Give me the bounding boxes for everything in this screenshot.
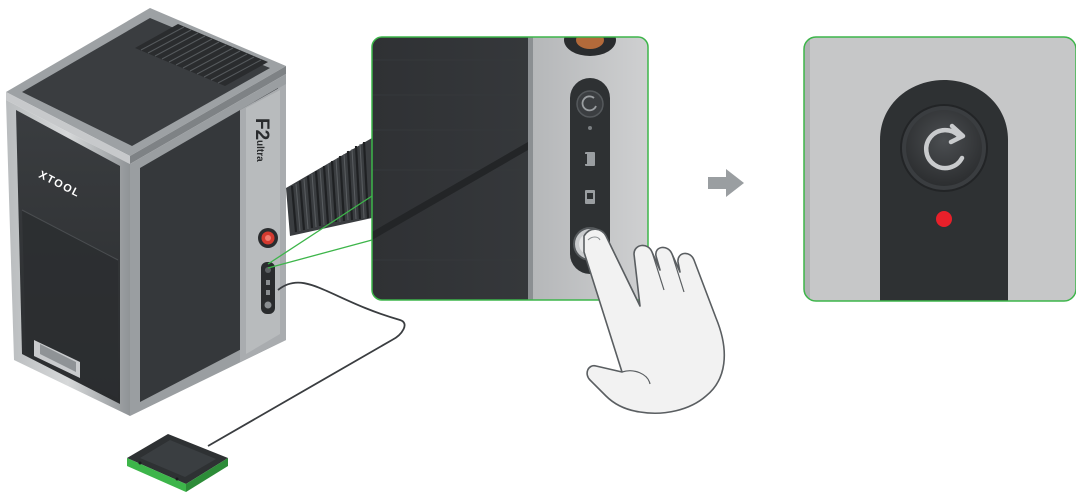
- model-name: F2: [251, 118, 272, 140]
- detail-panel: [804, 37, 1076, 301]
- pressing-hand-icon: [584, 229, 724, 413]
- exhaust-duct: [286, 138, 372, 236]
- right-arrow-icon: [708, 169, 744, 197]
- red-indicator-light: [936, 211, 952, 227]
- side-control-strip: [261, 262, 275, 314]
- model-suffix: ultra: [254, 140, 265, 162]
- laser-engraver-machine: [6, 8, 286, 416]
- restart-circle-arrow-icon[interactable]: [901, 105, 987, 191]
- emergency-stop-button[interactable]: [258, 228, 278, 248]
